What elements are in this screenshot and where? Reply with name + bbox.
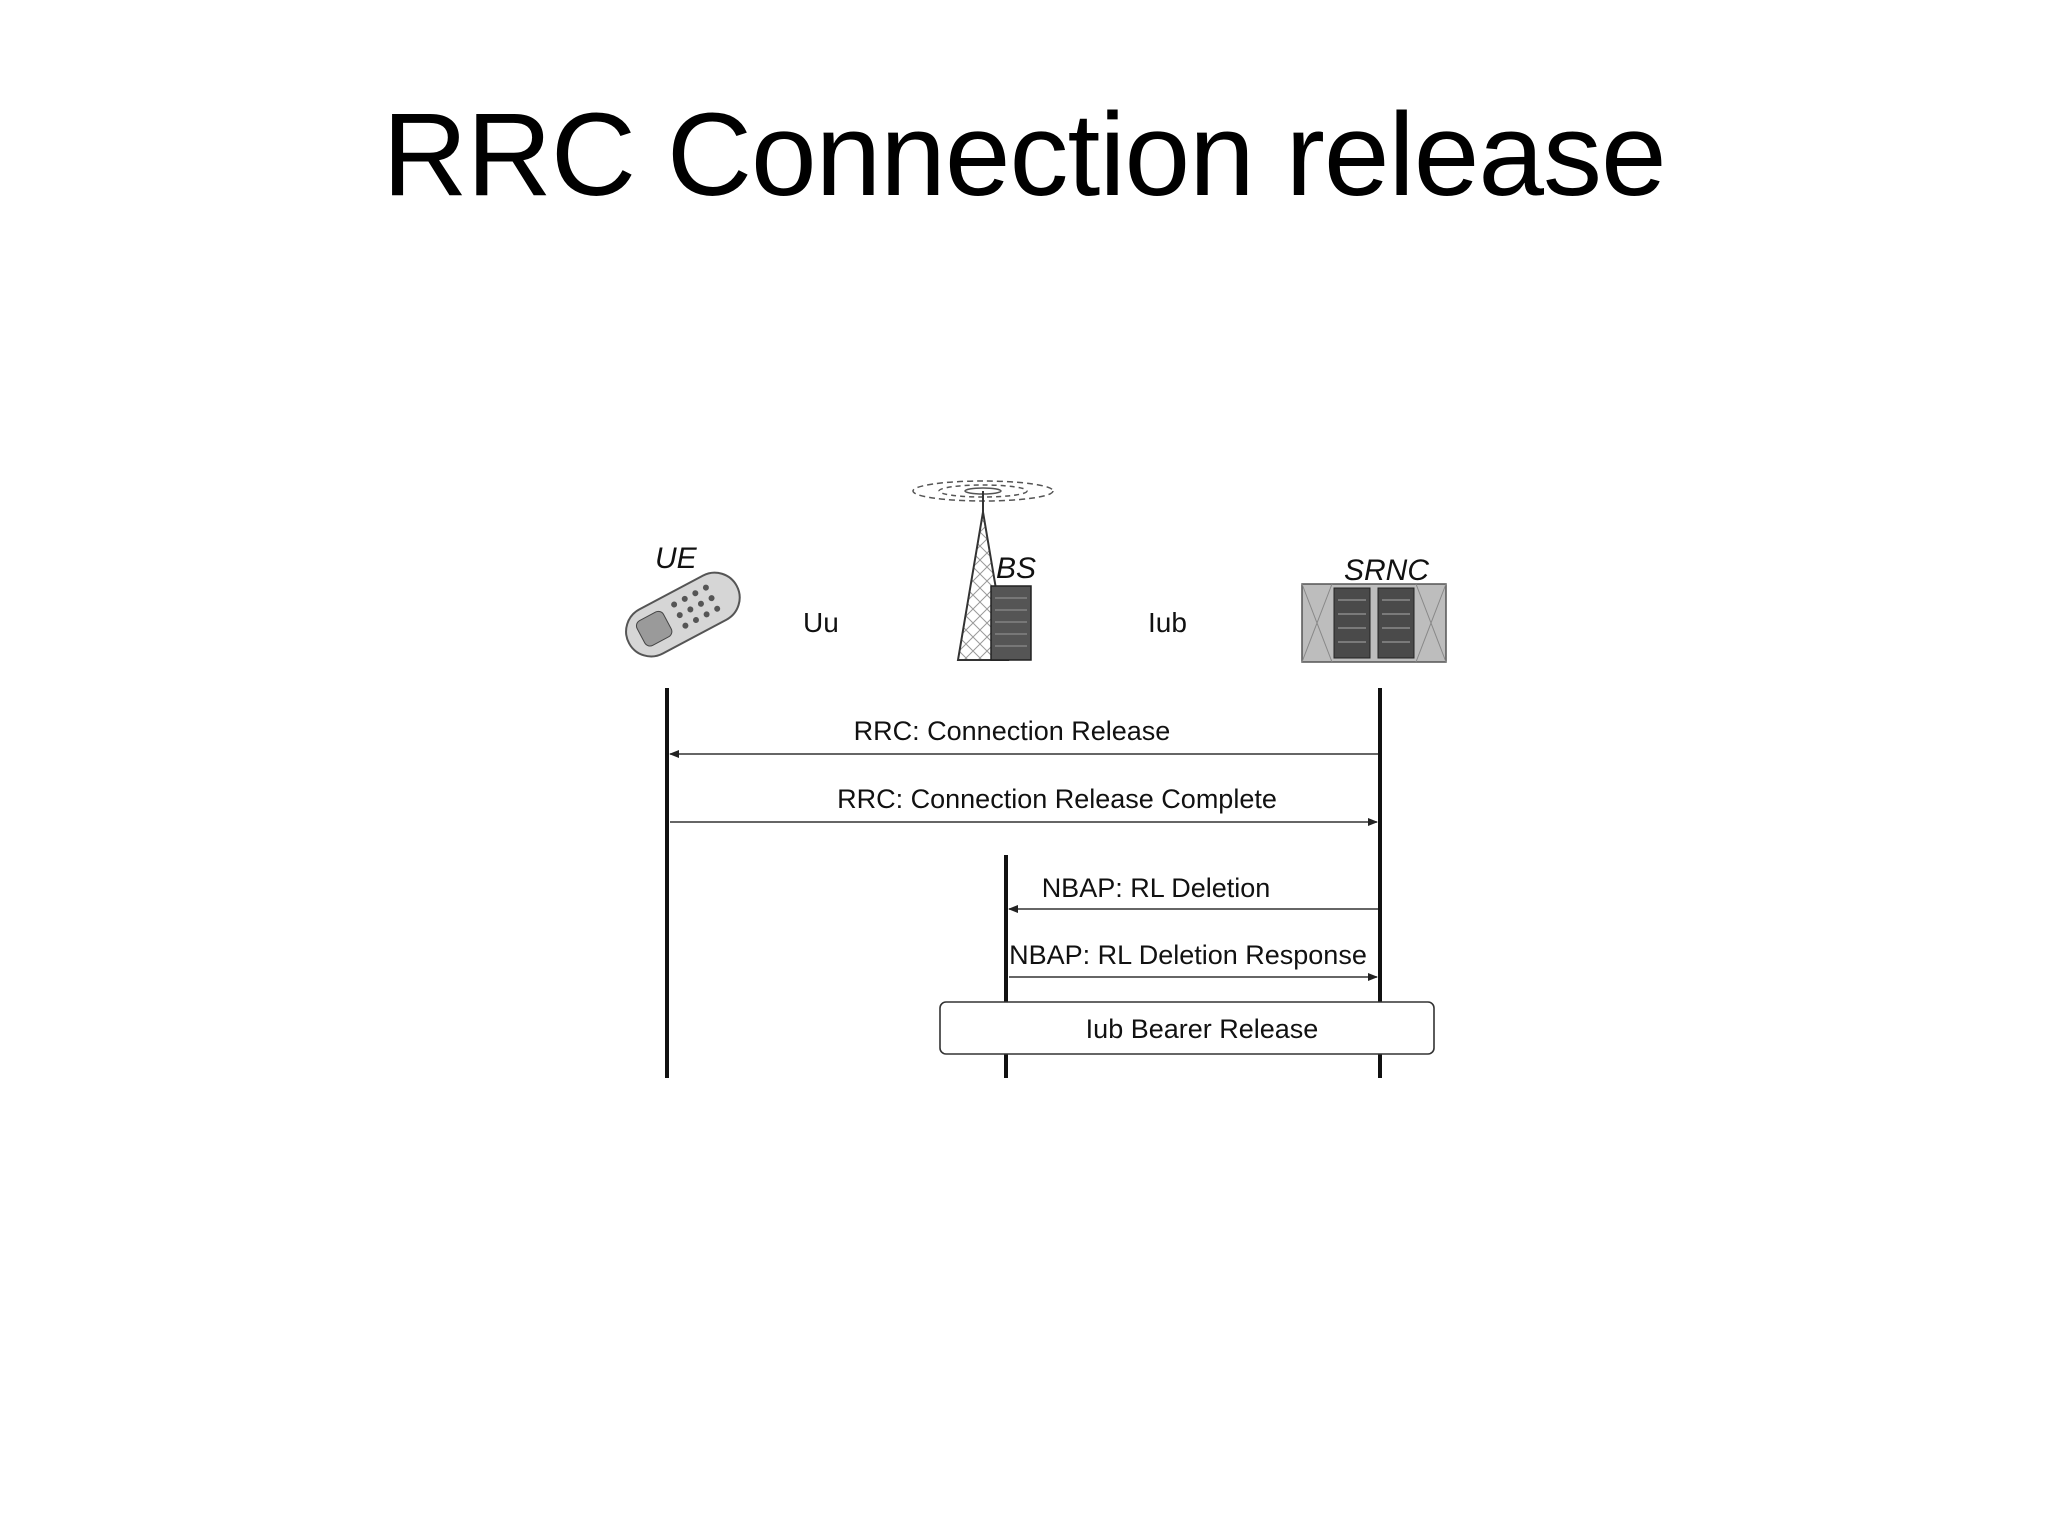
procedure-label: Iub Bearer Release (1086, 1014, 1319, 1044)
message-label: RRC: Connection Release Complete (837, 784, 1277, 814)
interface-uu-label: Uu (803, 607, 839, 638)
entity-srnc-label: SRNC (1344, 554, 1429, 587)
message-label: RRC: Connection Release (854, 716, 1171, 746)
entity-ue-label: UE (655, 542, 698, 575)
slide-title: RRC Connection release (382, 89, 1666, 221)
message-label: NBAP: RL Deletion Response (1009, 940, 1367, 970)
mobile-phone-icon (625, 571, 741, 658)
base-station-tower-icon (912, 480, 1054, 661)
entity-bs-label: BS (996, 552, 1036, 585)
srnc-rack-icon (1301, 583, 1447, 663)
message-label: NBAP: RL Deletion (1042, 873, 1271, 903)
procedure-box (939, 1001, 1435, 1055)
interface-iub-label: Iub (1148, 607, 1187, 638)
